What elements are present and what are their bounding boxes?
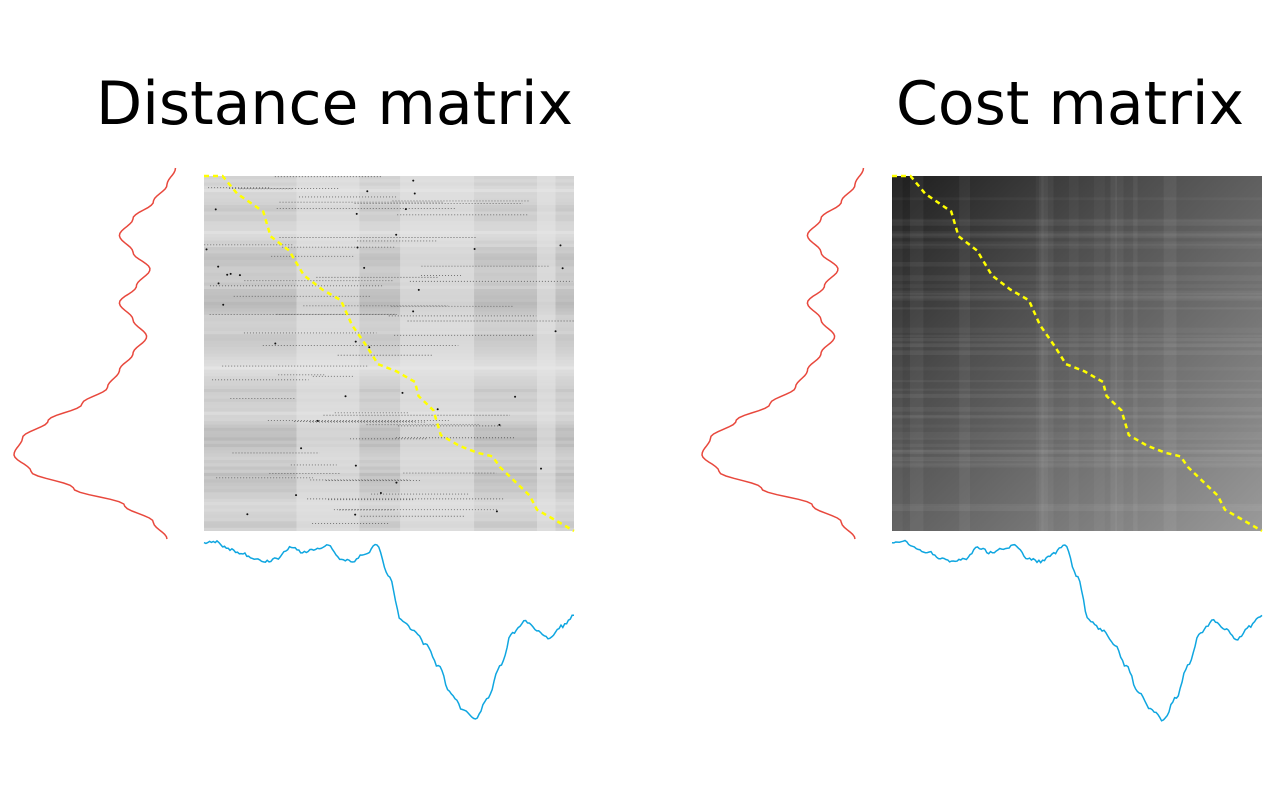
distance-matrix-title: Distance matrix (96, 69, 574, 139)
query-signal-line (701, 167, 865, 540)
reference-signal-line (203, 539, 574, 720)
query-signal-line (13, 167, 177, 540)
matrix-image (204, 176, 574, 531)
reference-signal-line (891, 539, 1263, 722)
distance-matrix-panel: Distance matrix (13, 69, 575, 720)
cost-matrix-panel: Cost matrix (640, 0, 1280, 807)
matrix-image (892, 176, 1262, 531)
cost-matrix-title: Cost matrix (896, 69, 1245, 139)
warping-path (204, 174, 575, 533)
warping-path (892, 174, 1263, 533)
distance-matrix-chart (13, 167, 575, 720)
cost-matrix-chart (701, 167, 1263, 722)
